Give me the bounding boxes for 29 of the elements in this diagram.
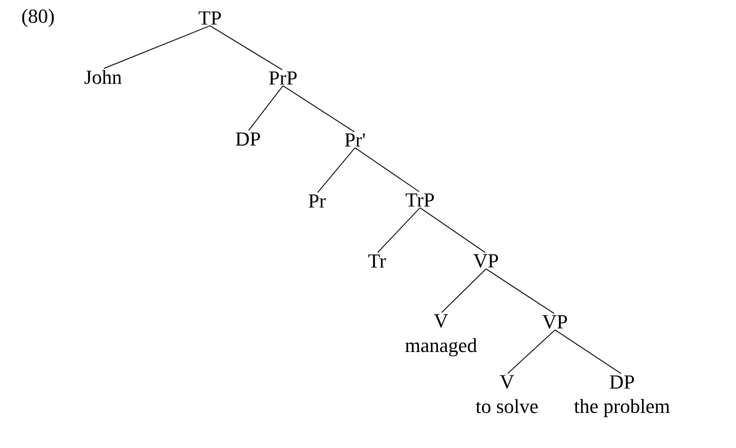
tree-branch [354,147,420,192]
example-number: (80) [22,8,54,28]
word-label: the problem [574,398,670,418]
tree-node-label: Pr [308,194,326,208]
tree-branch [103,25,210,69]
word-label: managed [405,338,477,356]
tree-branch [377,207,420,253]
tree-node-label: Tr [368,254,386,268]
tree-node-label: TP [198,11,221,25]
tree-branch [420,207,486,253]
tree-branch [248,85,284,131]
tree-branch [486,268,555,314]
word-label: to solve [476,399,538,414]
tree-node-label: PrP [269,71,297,85]
tree-branch [317,147,356,193]
tree-node-label: VP [473,254,498,268]
tree-branch [210,25,283,70]
tree-node-label: John [84,70,122,84]
tree-node-label: DP [236,132,260,146]
tree-branch [554,329,622,374]
tree-node-label: DP [610,375,634,389]
tree-node-label: V [434,314,448,328]
tree-branch [507,329,556,374]
tree-node-label: TrP [406,193,434,207]
tree-branch [441,268,486,313]
tree-node-label: Pr' [344,133,365,147]
tree-branch [282,85,355,132]
tree-node-label: V [500,375,514,389]
tree-node-label: VP [542,315,567,329]
